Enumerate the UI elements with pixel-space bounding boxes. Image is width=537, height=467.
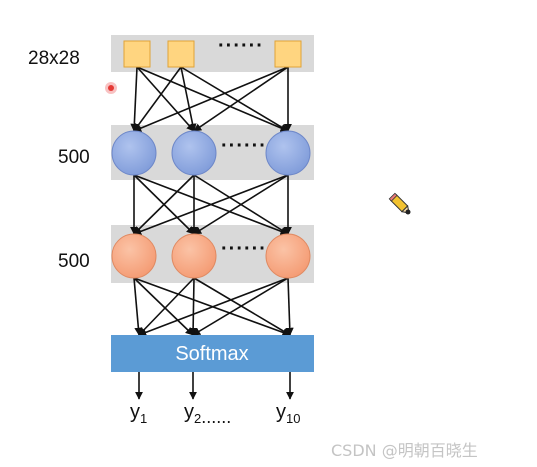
hidden2-layer: ······	[111, 233, 311, 279]
connection-arrow	[192, 277, 289, 336]
softmax-box	[111, 335, 314, 372]
connection-arrow	[133, 174, 195, 235]
connection-arrow	[189, 277, 198, 336]
connection-arrow	[180, 66, 197, 132]
input-ellipsis: ······	[218, 35, 264, 57]
hidden1-layer: ······	[111, 130, 311, 176]
connection-arrow	[193, 66, 289, 132]
hidden1-node	[171, 130, 217, 176]
connection-arrow	[133, 277, 143, 336]
hidden1-layer-label: 500	[58, 147, 90, 168]
output-label-y2: y2......	[184, 401, 231, 427]
output-arrows	[135, 372, 294, 400]
hidden2-node	[171, 233, 217, 279]
connection-arrow	[193, 174, 289, 235]
output-label-y10: y10	[276, 401, 300, 426]
connection-arrow	[180, 66, 289, 132]
hidden2-node	[111, 233, 157, 279]
input-node	[167, 40, 195, 68]
connection-arrow	[130, 66, 139, 132]
input-node	[123, 40, 151, 68]
watermark-text: CSDN @明朝百晓生	[331, 441, 478, 460]
input-node	[274, 40, 302, 68]
input-layer: ······	[123, 35, 302, 68]
hidden1-ellipsis: ······	[221, 135, 267, 157]
connection-arrow	[133, 174, 289, 236]
connection-arrow	[133, 66, 289, 132]
red-laser-pointer-dot	[105, 82, 117, 94]
connection-arrow	[136, 66, 195, 132]
input-layer-label: 28x28	[28, 48, 80, 69]
output-label-y1: y1	[130, 401, 147, 426]
pencil-cursor-icon	[388, 192, 410, 214]
hidden2-layer-label: 500	[58, 251, 90, 272]
hidden1-node	[265, 130, 311, 176]
connection-arrow	[133, 66, 182, 132]
hidden2-ellipsis: ······	[221, 238, 267, 260]
connection-arrow	[138, 277, 289, 337]
hidden2-node	[265, 233, 311, 279]
connection-edges	[130, 66, 294, 337]
hidden1-node	[111, 130, 157, 176]
pencil-cursor-dot	[405, 209, 411, 215]
connection-arrow	[285, 277, 294, 336]
connection-arrow	[133, 277, 194, 336]
softmax-label: Softmax	[175, 343, 248, 365]
connection-arrow	[138, 277, 195, 336]
